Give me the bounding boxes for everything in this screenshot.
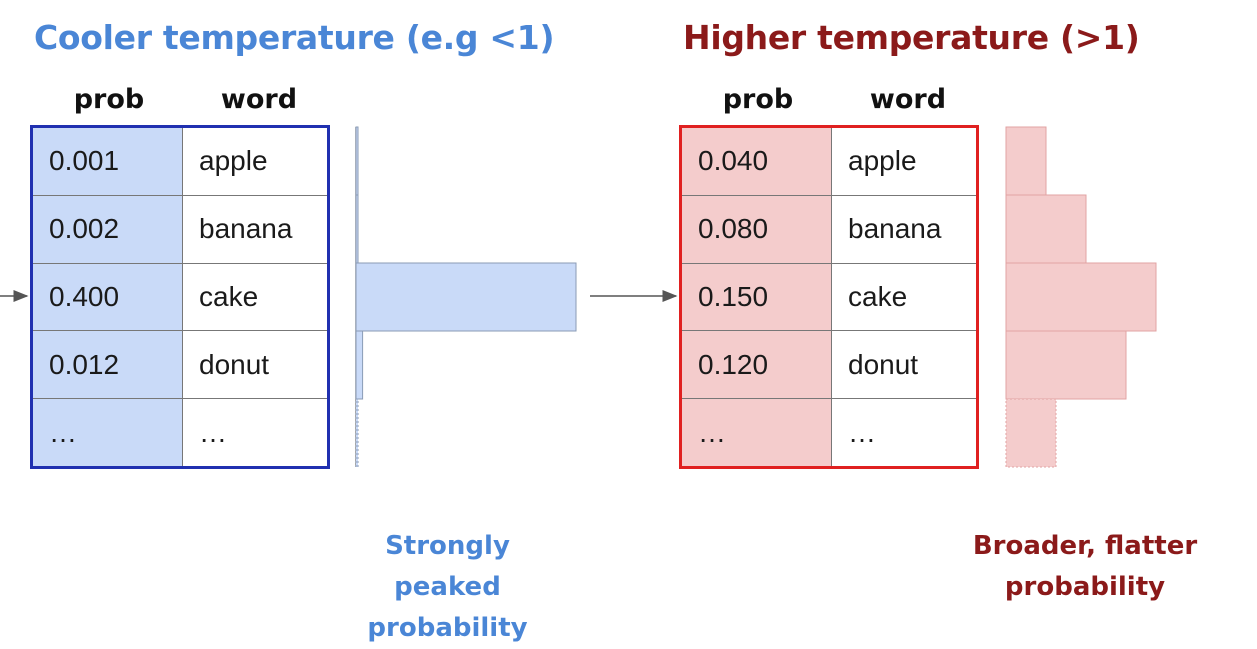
word-cell: …: [848, 416, 876, 448]
hot-word-header: word: [869, 84, 947, 115]
table-row: 0.012 donut: [33, 331, 327, 400]
cool-title: Cooler temperature (e.g <1): [34, 18, 555, 57]
prob-cell: …: [33, 399, 183, 466]
prob-cell: 0.150: [682, 263, 832, 331]
table-row: 0.001 apple: [33, 128, 327, 196]
cool-caption-line1: Strongly peaked: [385, 531, 510, 602]
hot-caption-line1: Broader, flatter: [972, 531, 1198, 561]
histogram-bar: [355, 194, 359, 264]
histogram-bar: [355, 126, 359, 196]
histogram-bar: [1005, 330, 1127, 400]
histogram-bar: [355, 262, 577, 332]
cool-word-header: word: [220, 84, 298, 115]
hot-histogram: [1005, 126, 1157, 468]
hot-caption-line2: probability: [1004, 572, 1166, 602]
histogram-bar: [1005, 262, 1157, 332]
word-cell: banana: [848, 213, 942, 245]
table-row: 0.080 banana: [682, 195, 976, 264]
hot-title: Higher temperature (>1): [683, 18, 1140, 57]
prob-cell: 0.001: [33, 128, 183, 195]
word-cell: donut: [199, 348, 270, 380]
table-row: … …: [682, 399, 976, 466]
histogram-bar: [1005, 126, 1047, 196]
hot-caption: Broader, flatter probability: [960, 526, 1210, 608]
word-cell: banana: [199, 213, 293, 245]
histogram-bar: [355, 398, 359, 468]
prob-cell: 0.040: [682, 128, 832, 195]
cool-prob-header: prob: [73, 84, 145, 115]
table-row: 0.150 cake: [682, 263, 976, 332]
word-cell: …: [199, 416, 227, 448]
table-row: 0.002 banana: [33, 195, 327, 264]
prob-cell: 0.012: [33, 331, 183, 399]
prob-cell: 0.120: [682, 331, 832, 399]
histogram-bar: [355, 330, 364, 400]
cool-probability-table: 0.001 apple 0.002 banana 0.400 cake 0.01…: [30, 125, 330, 469]
table-row: … …: [33, 399, 327, 466]
histogram-bar: [1005, 398, 1057, 468]
hot-probability-table: 0.040 apple 0.080 banana 0.150 cake 0.12…: [679, 125, 979, 469]
cool-caption-line2: probability: [367, 613, 528, 643]
prob-cell: …: [682, 399, 832, 466]
word-cell: apple: [848, 145, 917, 177]
histogram-bar: [1005, 194, 1087, 264]
prob-cell: 0.400: [33, 263, 183, 331]
word-cell: cake: [199, 280, 259, 312]
word-cell: donut: [848, 348, 919, 380]
diagram-overlay: [0, 126, 1157, 468]
prob-cell: 0.080: [682, 195, 832, 263]
table-row: 0.040 apple: [682, 128, 976, 196]
cool-histogram: [355, 126, 577, 468]
hot-prob-header: prob: [722, 84, 794, 115]
word-cell: cake: [848, 280, 908, 312]
table-row: 0.120 donut: [682, 331, 976, 400]
word-cell: apple: [199, 145, 268, 177]
prob-cell: 0.002: [33, 195, 183, 263]
table-row: 0.400 cake: [33, 263, 327, 332]
